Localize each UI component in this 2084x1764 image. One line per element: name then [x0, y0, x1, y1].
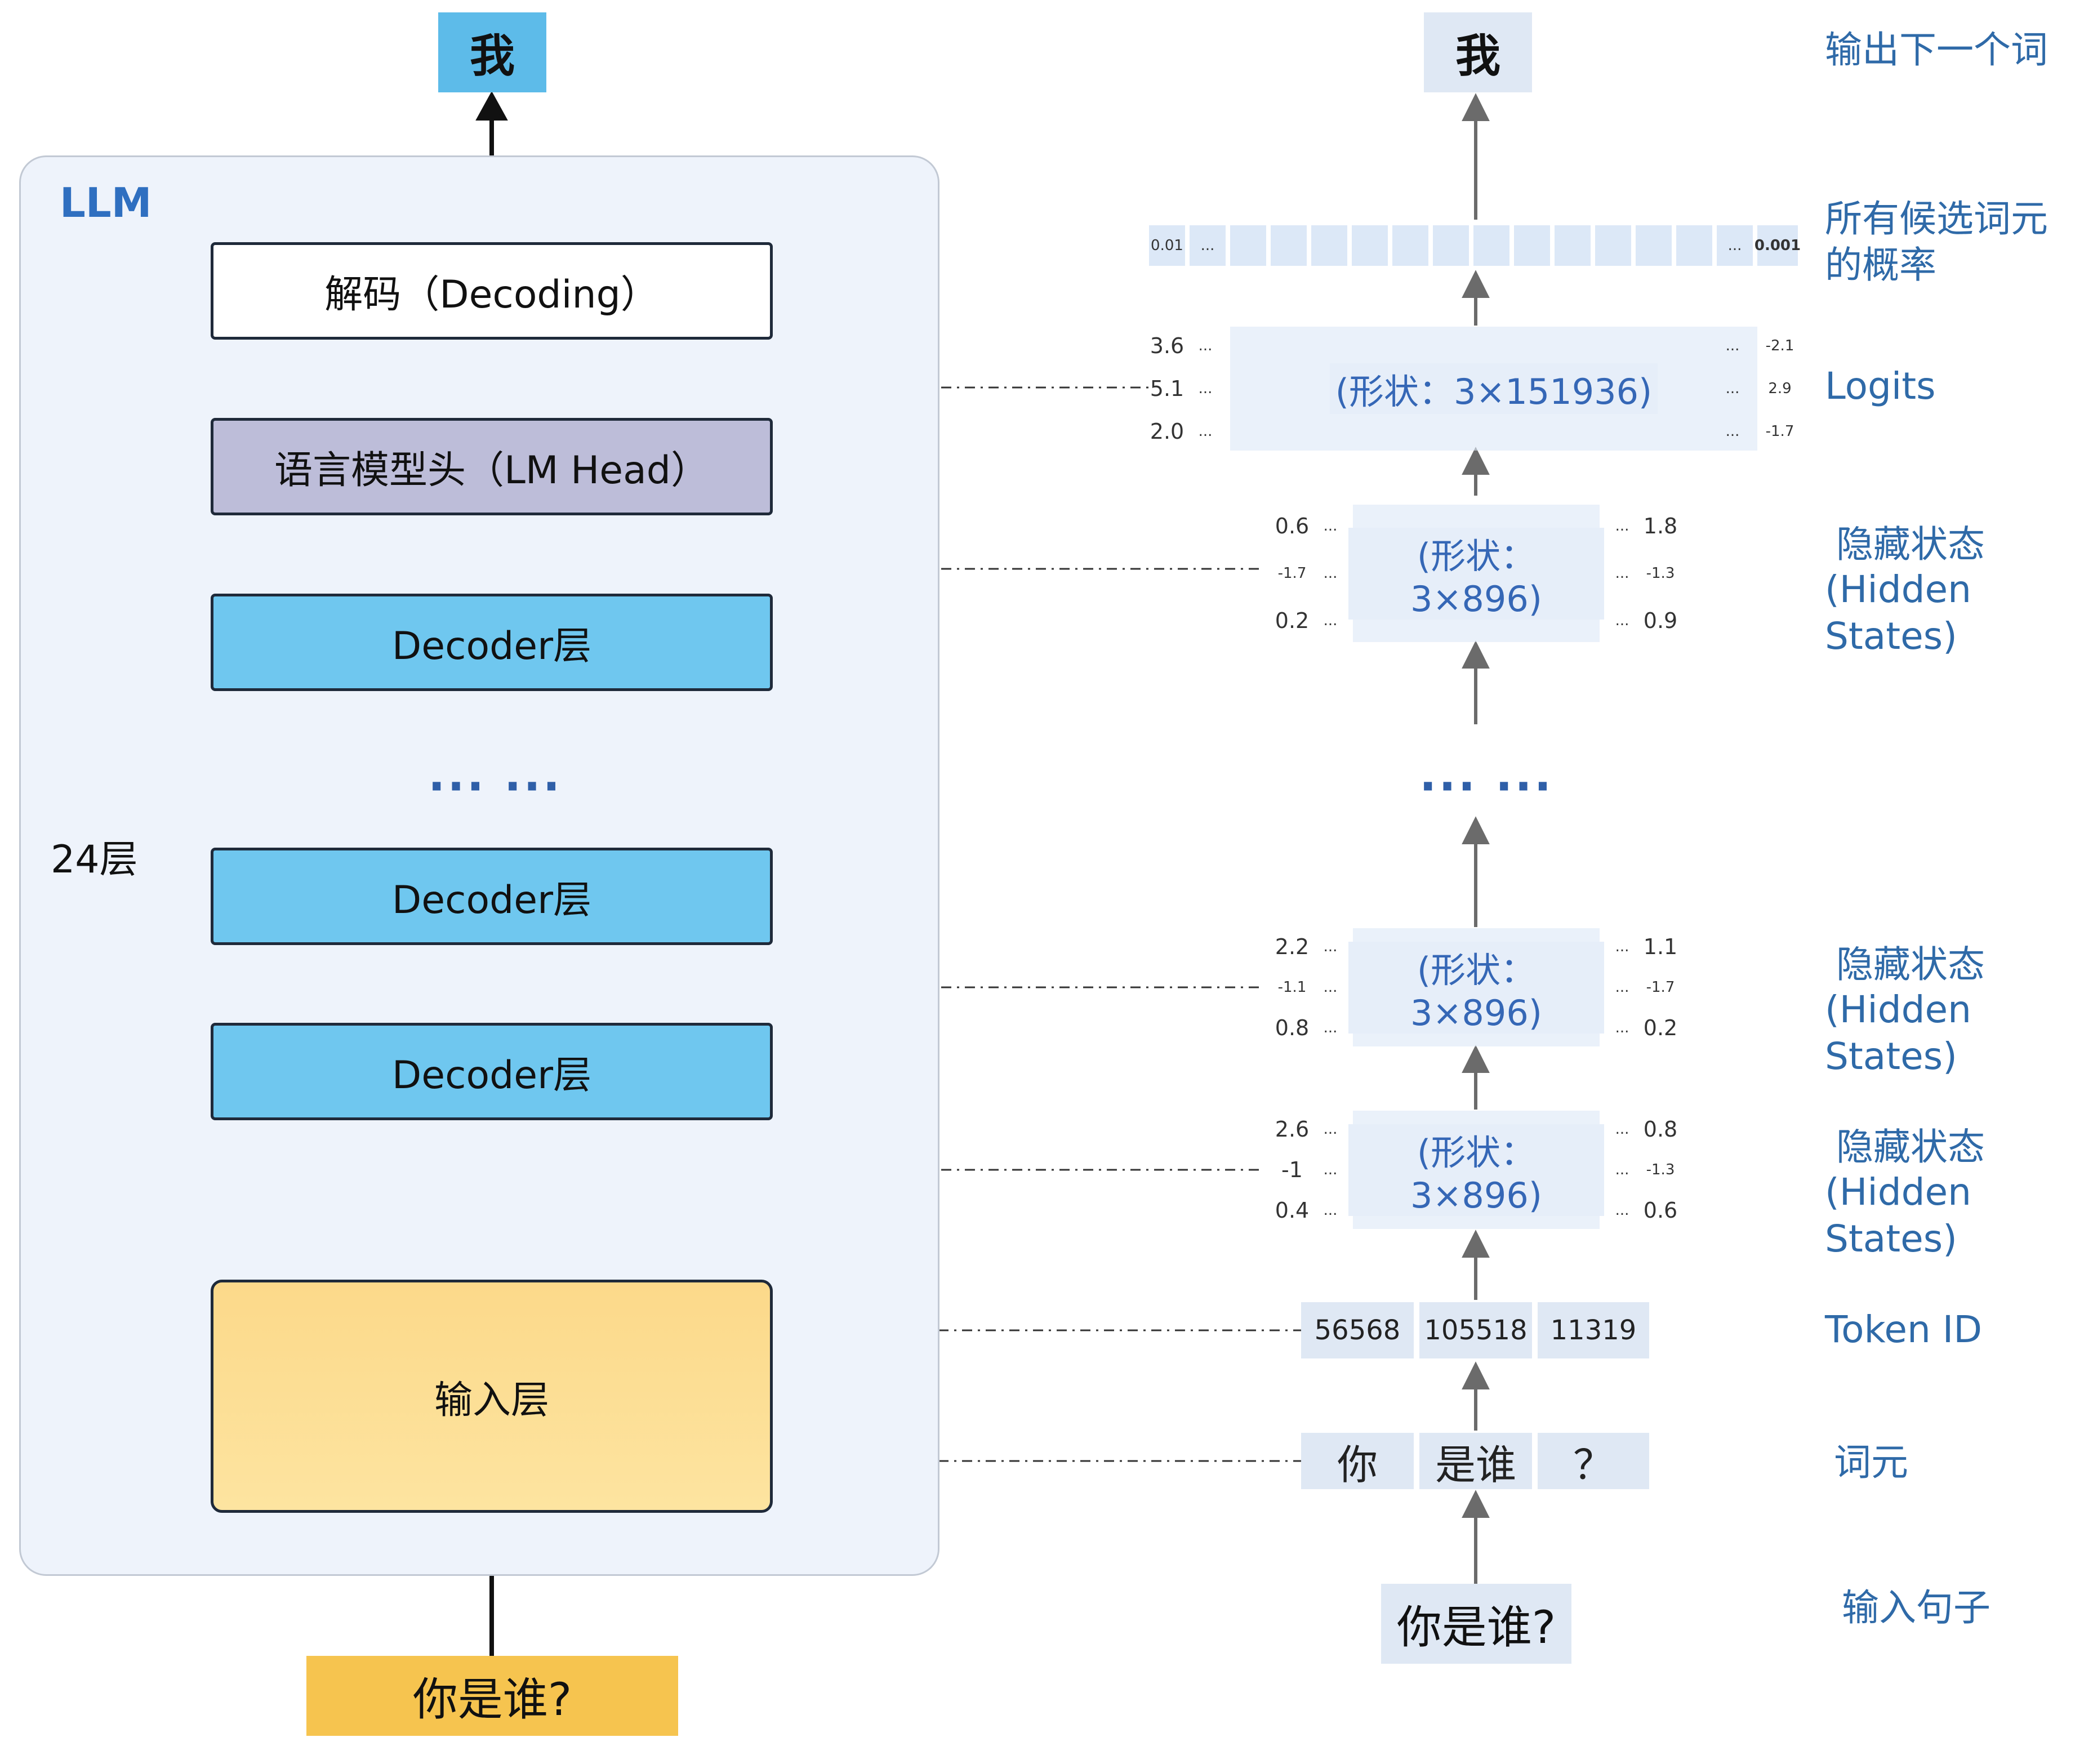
- label-token: 词元: [1834, 1441, 1908, 1484]
- logits-shape: (形状：3×151936): [1329, 363, 1658, 414]
- token-id-1: 105518: [1419, 1302, 1532, 1358]
- logits-right-1: 2.9: [1768, 380, 1792, 397]
- lm-head-box: 语言模型头（LM Head）: [211, 418, 773, 515]
- llm-label: LLM: [60, 179, 152, 226]
- hidden-states-top: 0.6 -1.7 0.2 ... ... ... (形状：3×896) ... …: [1272, 505, 1681, 642]
- output-token-left: 我: [438, 12, 546, 92]
- label-hidden-bottom-2: (Hidden States): [1825, 1170, 1971, 1260]
- input-sentence-left: 你是谁?: [306, 1656, 678, 1736]
- hidden-states-bottom: 2.6 -1 0.4 ... ... ... (形状：3×896) ... ..…: [1272, 1111, 1681, 1229]
- token-id-0: 56568: [1301, 1302, 1414, 1358]
- label-token-id: Token ID: [1825, 1308, 1983, 1351]
- logits-left-1: 5.1: [1150, 376, 1185, 401]
- decoder-layer-top: Decoder层: [211, 594, 773, 691]
- logits-left-2: 2.0: [1150, 419, 1185, 444]
- hidden-mid-shape: (形状：3×896): [1348, 941, 1604, 1034]
- token-id-2: 11319: [1538, 1302, 1649, 1358]
- prob-second-last: ...: [1717, 225, 1753, 266]
- layers-ellipsis-left: ··· ···: [428, 760, 563, 813]
- label-hidden-bottom-1: 隐藏状态: [1836, 1125, 1985, 1169]
- prob-second: ...: [1190, 225, 1226, 266]
- label-hidden-top-1: 隐藏状态: [1836, 523, 1985, 566]
- logits-matrix: 3.6 5.1 2.0 ... ... ... (形状：3×151936) ..…: [1149, 327, 1802, 451]
- label-hidden-mid-1: 隐藏状态: [1836, 943, 1985, 986]
- hidden-bottom-shape: (形状：3×896): [1348, 1124, 1604, 1216]
- label-output-next: 输出下一个词: [1825, 28, 2048, 72]
- label-all-probs-line1: 所有候选词元: [1825, 197, 2048, 240]
- output-token-right: 我: [1424, 12, 1532, 92]
- probability-row: 0.01 ... ... 0.001: [1149, 225, 1802, 266]
- hidden-states-mid: 2.2 -1.1 0.8 ... ... ... (形状：3×896) ... …: [1272, 928, 1681, 1046]
- token-word-2: ？: [1538, 1433, 1649, 1489]
- logits-right-0: -2.1: [1765, 337, 1794, 354]
- layers-count-label: 24层: [51, 838, 138, 882]
- layers-ellipsis-right: ··· ···: [1419, 760, 1554, 813]
- decoder-layer-bottom: Decoder层: [211, 1023, 773, 1120]
- decoding-box: 解码（Decoding）: [211, 242, 773, 340]
- input-layer-box: 输入层: [211, 1280, 773, 1513]
- input-sentence-right: 你是谁?: [1381, 1584, 1571, 1664]
- label-input-sentence: 输入句子: [1842, 1586, 1991, 1629]
- token-word-1: 是谁: [1419, 1433, 1532, 1489]
- token-word-0: 你: [1301, 1433, 1414, 1489]
- prob-last: 0.001: [1755, 225, 1801, 266]
- hidden-top-shape: (形状：3×896): [1348, 527, 1604, 620]
- label-hidden-top-2: (Hidden States): [1825, 568, 1971, 658]
- prob-first: 0.01: [1149, 225, 1185, 266]
- logits-right-2: -1.7: [1765, 423, 1794, 440]
- decoder-layer-middle: Decoder层: [211, 848, 773, 945]
- label-logits: Logits: [1825, 364, 1936, 408]
- label-hidden-mid-2: (Hidden States): [1825, 988, 1971, 1078]
- logits-left-0: 3.6: [1150, 333, 1185, 358]
- label-all-probs-line2: 的概率: [1825, 243, 1936, 287]
